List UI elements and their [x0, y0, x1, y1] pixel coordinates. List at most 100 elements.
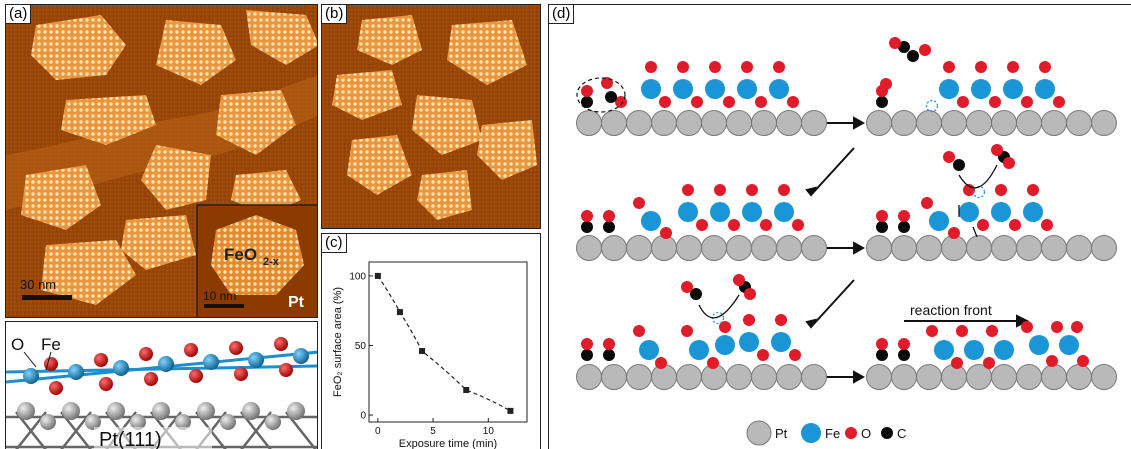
fe-atom — [673, 79, 693, 99]
pt-atom — [991, 110, 1017, 136]
reaction-front-label: reaction front — [910, 302, 992, 318]
o-pointer-line — [23, 351, 37, 368]
o-atom — [789, 349, 801, 361]
o-atom — [995, 184, 1007, 196]
pt-atom — [1091, 364, 1117, 390]
o-atom — [723, 96, 735, 108]
fe-atom — [1003, 79, 1023, 99]
o-atom — [787, 96, 799, 108]
pt-atom — [601, 110, 627, 136]
o-atom — [889, 37, 901, 49]
pt-atom — [576, 364, 602, 390]
pt-atom — [941, 235, 967, 261]
pt-atom — [1041, 364, 1067, 390]
o-atom — [691, 96, 703, 108]
data-point — [374, 272, 381, 279]
o-atom — [757, 349, 769, 361]
pt-atom — [1066, 235, 1092, 261]
o-atom — [755, 96, 767, 108]
c-atom — [581, 349, 593, 361]
legend: Pt Fe O C — [746, 420, 906, 446]
panel-structure-model: O Fe Pt(111) — [5, 321, 318, 449]
o-atom — [660, 227, 672, 239]
pt111-label-bg — [94, 427, 212, 449]
fe-atom — [959, 202, 979, 222]
o-atom — [876, 210, 888, 222]
c-atom — [898, 221, 910, 233]
feo-islands-b — [332, 15, 537, 220]
pt-atom — [626, 235, 652, 261]
pt-atom — [866, 364, 892, 390]
model-o-label: O — [11, 335, 24, 354]
reaction-schematic: reaction front Pt Fe O C — [576, 37, 1117, 446]
data-point — [463, 387, 470, 393]
stm-image-b — [322, 5, 540, 228]
pt-atom — [941, 110, 967, 136]
pt-atom — [651, 364, 677, 390]
y-tick-label: 0 — [360, 411, 366, 422]
panel-b-label: (b) — [322, 5, 348, 24]
fe-atom — [1029, 335, 1049, 355]
c-atom — [603, 349, 615, 361]
pt-atom — [776, 110, 802, 136]
c-atom — [907, 50, 919, 62]
o-atom — [1041, 219, 1053, 231]
o-atom — [778, 184, 790, 196]
pt-atom — [916, 364, 942, 390]
o-atom — [792, 219, 804, 231]
fe-atom — [774, 202, 794, 222]
c-atom — [876, 221, 888, 233]
fe-atom — [771, 332, 791, 352]
fe-atom — [705, 79, 725, 99]
o-atom — [707, 357, 719, 369]
pt-atom — [751, 235, 777, 261]
o-atom — [1053, 96, 1065, 108]
o-atom — [876, 338, 888, 350]
fe-atom — [1035, 79, 1055, 99]
legend-c-icon — [881, 427, 893, 439]
fe-atom — [739, 332, 759, 352]
pt-atom — [966, 235, 992, 261]
panel-c-label: (c) — [322, 234, 347, 253]
o-atom — [682, 184, 694, 196]
pt-atom — [776, 235, 802, 261]
pt-atom — [1016, 364, 1042, 390]
c-atom — [953, 159, 965, 171]
fe-atoms — [23, 348, 309, 384]
o-atom — [991, 144, 1003, 156]
o-atom — [775, 314, 787, 326]
c-atom — [898, 41, 910, 53]
o-atom — [677, 61, 689, 73]
pt-atom — [801, 364, 827, 390]
fit-curve — [377, 275, 511, 412]
legend-pt-label: Pt — [775, 426, 788, 441]
pt-atom — [991, 364, 1017, 390]
o-atom — [986, 325, 998, 337]
pt-atom — [676, 235, 702, 261]
pt-atom — [726, 110, 752, 136]
y-tick-label: 100 — [349, 271, 366, 282]
o-atom — [948, 227, 960, 239]
c-atom — [876, 349, 888, 361]
o-atom — [581, 338, 593, 350]
scale-label-a: 30 nm — [20, 277, 56, 292]
o-atom — [1046, 355, 1058, 367]
y-tick-label: 50 — [355, 341, 367, 352]
o-atom — [581, 85, 593, 97]
o-atom — [760, 219, 772, 231]
o-atom — [741, 61, 753, 73]
fe-atom — [1059, 335, 1079, 355]
inset-subscript: 2-x — [263, 256, 280, 268]
o-atom — [898, 338, 910, 350]
pt-atom — [1091, 235, 1117, 261]
schematic-atoms — [576, 37, 1117, 390]
panel-d-label: (d) — [549, 5, 575, 24]
pt-atom — [891, 235, 917, 261]
o-atom — [696, 219, 708, 231]
panel-b-stm-image: (b) — [321, 4, 541, 229]
data-point — [396, 309, 403, 316]
pt-atom — [626, 110, 652, 136]
c-atom — [690, 288, 702, 300]
pt-atom — [1016, 235, 1042, 261]
